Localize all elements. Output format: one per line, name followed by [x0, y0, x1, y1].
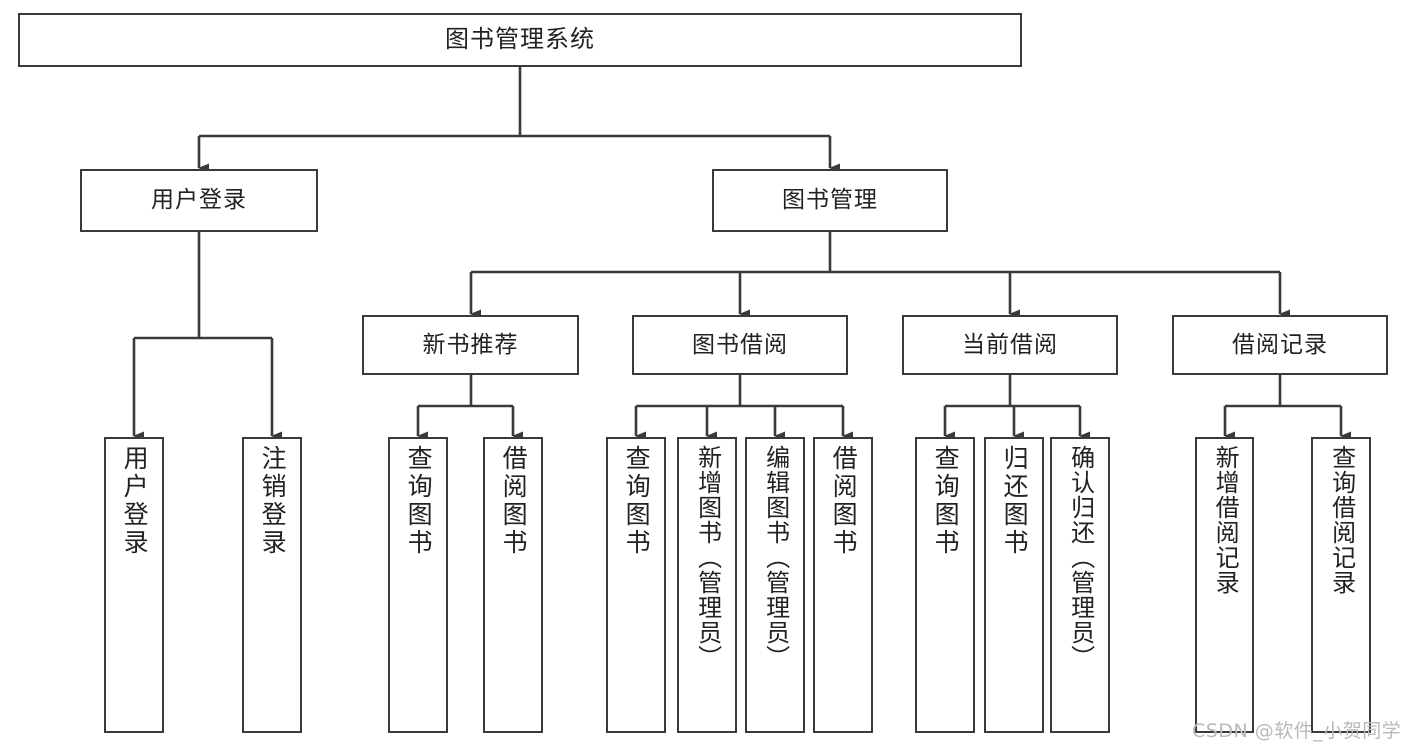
node-label: 借阅记录: [1232, 331, 1328, 358]
node-label: 新增图书（管理员）: [693, 445, 722, 670]
node-leaf-confirm-return-admin[interactable]: 确认归还（管理员）: [1050, 437, 1110, 733]
node-leaf-borrow-book-2[interactable]: 借阅图书: [813, 437, 873, 733]
node-label: 图书借阅: [692, 331, 788, 358]
node-book-management[interactable]: 图书管理: [712, 169, 948, 232]
node-label: 用户登录: [120, 445, 150, 557]
node-label: 查询借阅记录: [1327, 445, 1356, 595]
node-leaf-logout[interactable]: 注销登录: [242, 437, 302, 733]
node-leaf-query-book-1[interactable]: 查询图书: [388, 437, 448, 733]
node-leaf-return-book[interactable]: 归还图书: [984, 437, 1044, 733]
node-label: 借阅图书: [499, 445, 529, 557]
node-leaf-user-login[interactable]: 用户登录: [104, 437, 164, 733]
csdn-watermark: CSDN @软件_小贺同学: [1192, 720, 1402, 742]
node-label: 借阅图书: [829, 445, 859, 557]
node-label: 注销登录: [258, 445, 288, 557]
node-label: 确认归还（管理员）: [1066, 445, 1095, 670]
node-current-borrow[interactable]: 当前借阅: [902, 315, 1118, 375]
node-leaf-query-borrow-record[interactable]: 查询借阅记录: [1311, 437, 1371, 733]
node-root-book-management-system[interactable]: 图书管理系统: [18, 13, 1022, 67]
node-label: 用户登录: [151, 187, 247, 214]
node-book-borrow[interactable]: 图书借阅: [632, 315, 848, 375]
node-leaf-borrow-book-1[interactable]: 借阅图书: [483, 437, 543, 733]
node-label: 新增借阅记录: [1211, 445, 1240, 595]
node-label: 查询图书: [404, 445, 434, 557]
node-borrow-record[interactable]: 借阅记录: [1172, 315, 1388, 375]
node-leaf-query-book-2[interactable]: 查询图书: [606, 437, 666, 733]
node-leaf-add-borrow-record[interactable]: 新增借阅记录: [1195, 437, 1254, 733]
node-label: 当前借阅: [962, 331, 1058, 358]
node-user-login[interactable]: 用户登录: [80, 169, 318, 232]
node-new-book-recommend[interactable]: 新书推荐: [362, 315, 579, 375]
node-label: 图书管理系统: [445, 25, 595, 54]
node-leaf-add-book-admin[interactable]: 新增图书（管理员）: [677, 437, 737, 733]
node-leaf-edit-book-admin[interactable]: 编辑图书（管理员）: [745, 437, 805, 733]
node-label: 新书推荐: [422, 331, 519, 358]
node-label: 查询图书: [622, 445, 652, 557]
node-leaf-query-book-3[interactable]: 查询图书: [915, 437, 975, 733]
node-label: 查询图书: [931, 445, 961, 557]
node-label: 图书管理: [782, 187, 878, 214]
node-label: 编辑图书（管理员）: [761, 445, 790, 670]
node-label: 归还图书: [1000, 445, 1030, 557]
